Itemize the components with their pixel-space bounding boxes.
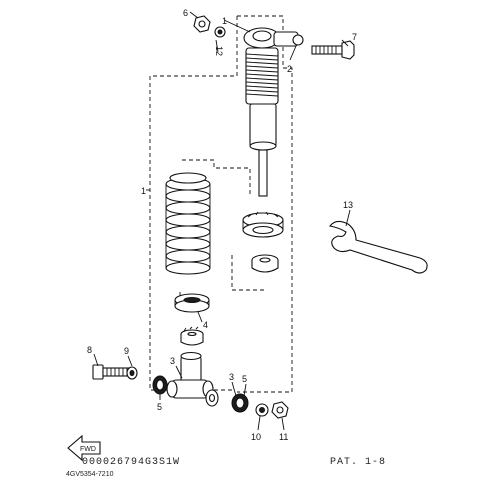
lower-bolt: [92, 364, 132, 380]
reference-code: 4GV5354-7210: [66, 471, 114, 478]
rubber-bump-cap: [251, 254, 279, 273]
callout-12: 12: [214, 46, 224, 56]
callout-3-right: 3: [229, 372, 234, 382]
collar-right: [205, 389, 219, 407]
callout-4: 4: [203, 320, 208, 330]
upper-nut-6: [193, 15, 211, 33]
spanner-wrench: [329, 220, 428, 274]
callout-1: 1: [141, 186, 146, 196]
fwd-arrow: FWD: [67, 434, 101, 462]
assembly-boundary: [149, 15, 293, 393]
callout-10: 10: [251, 432, 261, 442]
callout-1-top: 1: [222, 16, 227, 26]
callout-5-left: 5: [157, 402, 162, 412]
collar-left: [152, 375, 168, 395]
page-mark: PAT. 1-8: [330, 457, 386, 468]
shock-spring: [165, 172, 211, 275]
lower-washer-10: [255, 403, 269, 417]
leader-lines: [93, 11, 351, 431]
lower-nut-11: [271, 401, 289, 419]
callout-3-left: 3: [170, 356, 175, 366]
callout-5-right: 5: [242, 374, 247, 384]
callout-11: 11: [279, 432, 288, 442]
lower-mount-nut: [180, 326, 204, 346]
part-code: 000026794G3S1W: [82, 457, 180, 468]
lower-washer: [126, 366, 138, 380]
callout-2: 2: [287, 64, 292, 74]
shock-threads: [245, 53, 279, 97]
upper-bolt: [311, 40, 355, 60]
callout-7: 7: [352, 32, 357, 42]
callout-8: 8: [87, 345, 92, 355]
fwd-label: FWD: [80, 446, 96, 453]
dust-seal-right: [231, 393, 249, 413]
lower-clevis: [166, 351, 214, 399]
callout-13: 13: [343, 200, 353, 210]
spring-lower-seat: [174, 293, 210, 313]
spring-seat-adjuster: [242, 211, 284, 238]
shock-absorber: [243, 27, 304, 197]
callout-9: 9: [124, 346, 129, 356]
callout-6: 6: [183, 8, 188, 18]
upper-washer-12: [214, 26, 226, 38]
